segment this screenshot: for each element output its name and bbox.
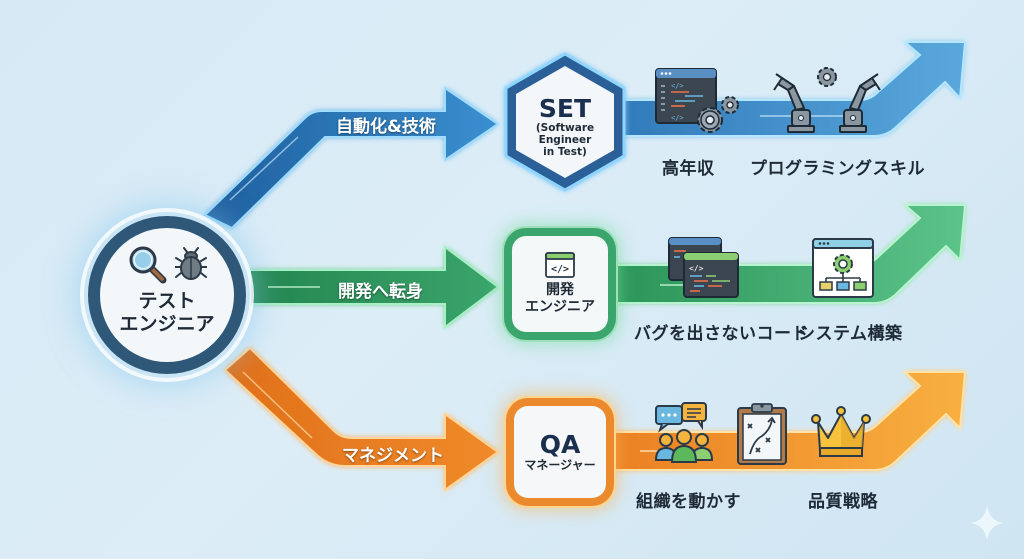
feature-label-programming-skill: プログラミングスキル [750,159,925,179]
magnifier-icon [129,246,167,284]
node-set: SET (Software Engineer in Test) [516,84,614,170]
arrow-dev-left [249,244,500,330]
node-set-subtitle-2: Engineer [538,134,592,146]
node-qa-manager: QA マネージャー [514,406,606,498]
hub-title-line2: エンジニア [119,313,215,335]
sparkle-icon [970,505,1004,541]
node-qa-subtitle: マネージャー [524,458,596,472]
node-qa-title: QA [539,430,581,459]
code-window-icon: </> [545,252,575,278]
arrow-label-automation: 自動化&技術 [336,117,436,137]
svg-text:</>: </> [551,264,569,275]
node-set-title: SET [538,94,592,123]
robot-arms-icon [773,67,881,133]
arrow-label-management: マネジメント [342,446,444,466]
feature-label-move-organization: 組織を動かす [636,492,741,512]
svg-text:</>: </> [671,114,684,122]
svg-text:</>: </> [671,82,684,90]
hub-test-engineer: テスト エンジニア [100,228,234,362]
feature-label-high-income: 高年収 [662,159,715,179]
arrow-qa-right [605,371,967,471]
svg-text:</>: </> [689,264,704,273]
arrow-label-dev: 開発へ転身 [338,282,423,302]
hub-title-line1: テスト [138,290,196,312]
set-hexagon [504,52,626,192]
node-set-subtitle-1: (Software [535,122,595,134]
team-chat-icon [654,402,714,463]
feature-label-bug-free-code: バグを出さないコード [634,324,809,344]
arrow-dev-right [609,204,967,304]
node-set-subtitle-3: in Test) [543,146,587,158]
feature-label-system-building: システム構築 [798,324,903,344]
arrow-set-left [203,86,500,230]
code-editors-icon: </> [668,237,739,298]
node-dev-engineer: </> 開発 エンジニア [512,236,608,332]
strategy-clipboard-icon [737,403,787,465]
node-dev-title-2: エンジニア [525,299,595,315]
arrow-qa-left [223,346,500,492]
crown-icon [811,406,871,457]
code-window-gears-icon: </> </> [655,68,739,133]
system-architecture-icon [812,238,874,298]
node-dev-title-1: 開発 [546,282,574,298]
bug-icon [175,247,207,280]
feature-label-quality-strategy: 品質戦略 [808,492,878,512]
